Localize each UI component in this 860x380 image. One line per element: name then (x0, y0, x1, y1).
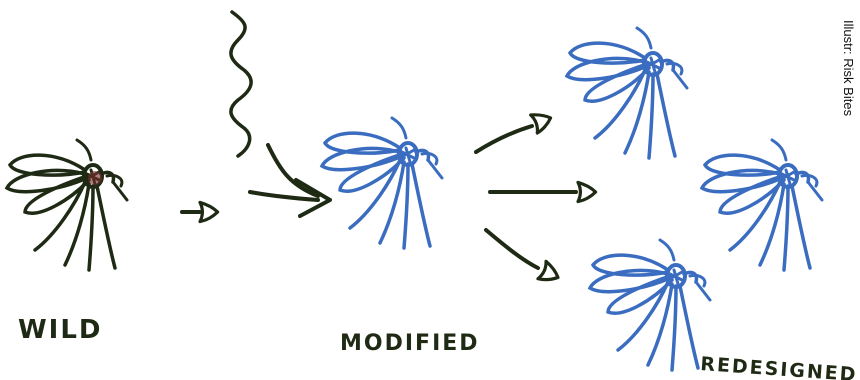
arrow-gene-to-modified (250, 145, 330, 216)
label-modified: MODIFIED (340, 331, 480, 356)
redesigned-mosquito-top-icon (567, 28, 687, 158)
dna-strand-icon (231, 12, 251, 156)
redesigned-mosquito-right-icon (702, 140, 822, 270)
arrow-wild-to-modified (182, 202, 218, 221)
wild-mosquito-icon (7, 140, 127, 270)
arrow-modified-to-redesigned-middle (490, 182, 596, 201)
label-redesigned: REDESIGNED (700, 353, 859, 380)
arrow-modified-to-redesigned-bottom (486, 230, 562, 286)
modified-mosquito-icon (322, 118, 442, 248)
arrow-modified-to-redesigned-top (476, 109, 554, 152)
redesigned-mosquito-bottom-icon (590, 240, 710, 370)
label-wild: WILD (18, 315, 103, 345)
illustration-credit: Illustr: Risk Bites (841, 20, 856, 200)
